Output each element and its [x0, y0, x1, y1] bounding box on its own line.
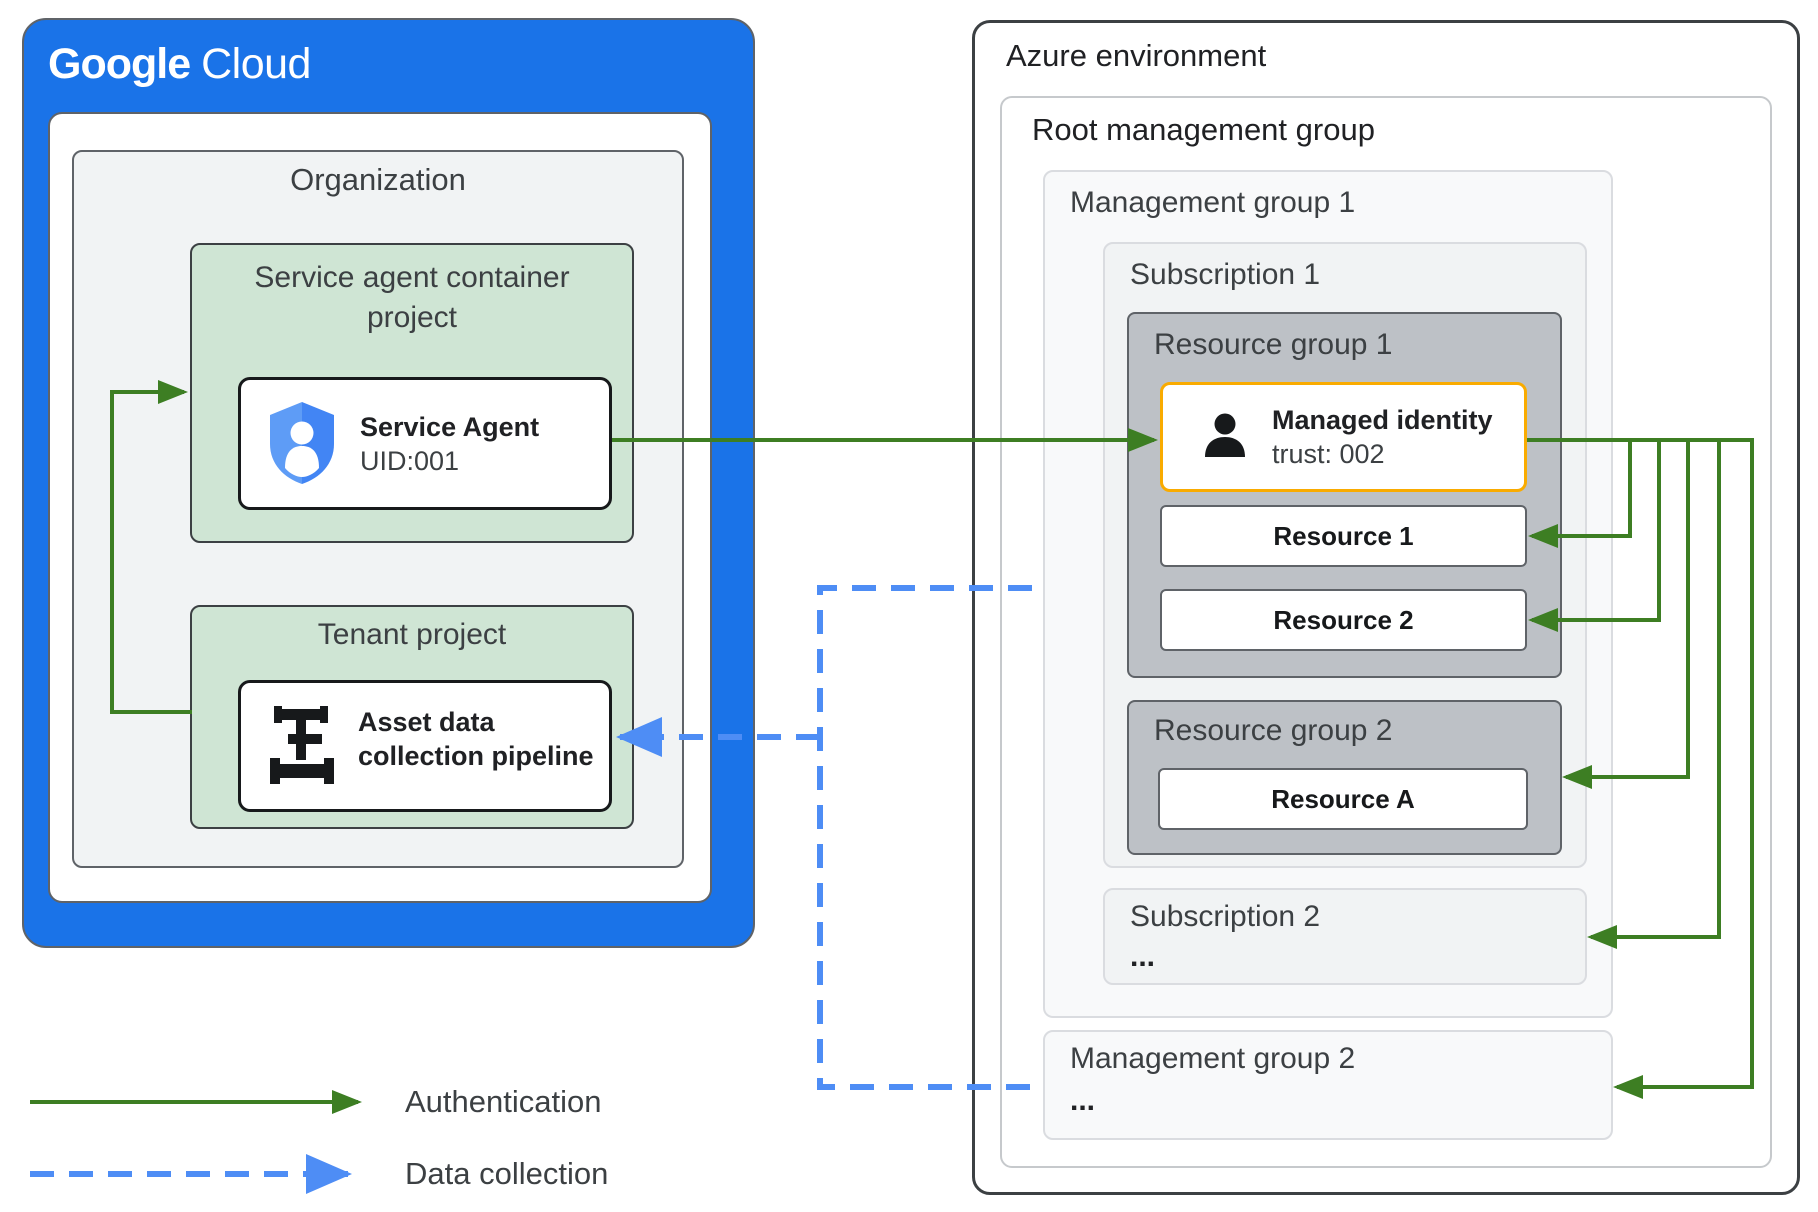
- managed-identity-text: Managed identity trust: 002: [1272, 403, 1493, 471]
- resource-2-card: Resource 2: [1160, 589, 1527, 651]
- subscription-2-ellipsis: ...: [1130, 940, 1156, 973]
- management-group-2-title: Management group 2: [1070, 1042, 1356, 1075]
- service-agent-uid: UID:001: [360, 446, 460, 476]
- pipeline-icon: [266, 706, 338, 784]
- service-agent-text: Service Agent UID:001: [360, 410, 539, 478]
- logo-cloud-text: Cloud: [201, 39, 311, 88]
- asset-pipeline-line1: Asset data: [358, 707, 495, 737]
- person-icon: [1200, 411, 1250, 461]
- service-agent-name: Service Agent: [360, 412, 540, 442]
- resource-group-2-title: Resource group 2: [1154, 714, 1393, 747]
- resource-a-card: Resource A: [1158, 768, 1528, 830]
- organization-title: Organization: [290, 162, 466, 197]
- subscription-2-box: [1103, 888, 1587, 985]
- legend-data-collection-label: Data collection: [405, 1156, 609, 1191]
- management-group-2-ellipsis: ...: [1070, 1084, 1096, 1117]
- managed-identity-card: [1160, 382, 1527, 492]
- asset-pipeline-line2: collection pipeline: [358, 741, 594, 771]
- resource-1-card: Resource 1: [1160, 505, 1527, 567]
- azure-environment-title: Azure environment: [1006, 38, 1267, 73]
- service-agent-container-project-title: Service agent container project: [254, 261, 570, 334]
- tenant-project-title: Tenant project: [317, 618, 507, 651]
- shield-user-icon: [264, 400, 340, 486]
- managed-identity-name: Managed identity: [1272, 405, 1493, 435]
- root-management-group-title: Root management group: [1032, 112, 1375, 147]
- logo-google-text: Google: [48, 39, 191, 88]
- subscription-1-title: Subscription 1: [1130, 258, 1321, 291]
- management-group-1-title: Management group 1: [1070, 186, 1356, 219]
- google-cloud-logo: Google Cloud: [48, 36, 311, 92]
- subscription-2-title: Subscription 2: [1130, 900, 1321, 933]
- legend-authentication-label: Authentication: [405, 1084, 602, 1119]
- asset-pipeline-text: Asset data collection pipeline: [358, 705, 594, 773]
- resource-group-1-title: Resource group 1: [1154, 328, 1393, 361]
- managed-identity-trust: trust: 002: [1272, 439, 1385, 469]
- management-group-2-box: [1043, 1030, 1613, 1140]
